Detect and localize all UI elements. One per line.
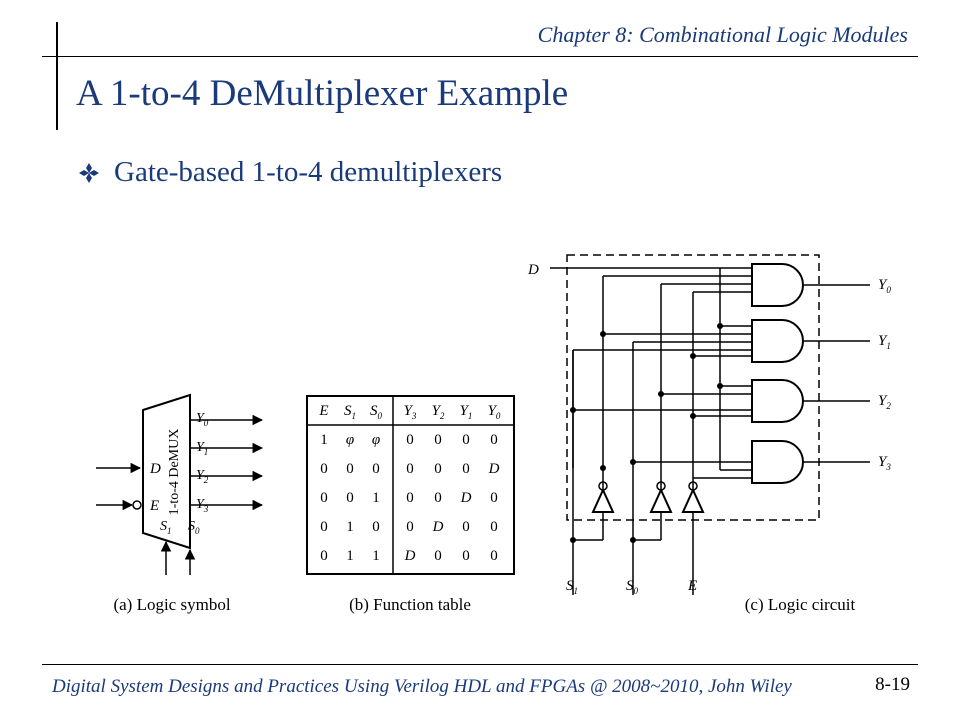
- circuit-input-d: D: [527, 262, 539, 278]
- table-cell-r4-c4: 0: [434, 548, 442, 564]
- table-cell-r4-c3: D: [404, 548, 416, 564]
- table-cell-r3-c1: 1: [346, 519, 354, 535]
- circuit-junctions: [570, 323, 723, 543]
- table-cell-r3-c5: 0: [462, 519, 470, 535]
- table-cell-r3-c4: D: [432, 519, 444, 535]
- table-cell-r4-c6: 0: [490, 548, 498, 564]
- table-cell-r4-c2: 1: [372, 548, 380, 564]
- table-cell-r2-c5: D: [460, 490, 472, 506]
- table-caption: (b) Function table: [349, 595, 471, 614]
- table-cell-r0-c4: 0: [434, 432, 442, 448]
- circuit-input-s0: S0: [626, 578, 639, 596]
- circuit-output-y3: Y3: [878, 454, 891, 472]
- table-cell-r2-c2: 1: [372, 490, 380, 506]
- circuit-input-e: E: [687, 578, 697, 594]
- bullet-text: Gate-based 1-to-4 demultiplexers: [114, 156, 503, 188]
- table-cell-r4-c5: 0: [462, 548, 470, 564]
- table-cell-r1-c1: 0: [346, 461, 354, 477]
- table-cell-r2-c4: 0: [434, 490, 442, 506]
- header-vertical-rule: [56, 22, 58, 130]
- table-cell-r0-c6: 0: [490, 432, 498, 448]
- table-cell-r2-c6: 0: [490, 490, 498, 506]
- table-cell-r0-c5: 0: [462, 432, 470, 448]
- symbol-box-label: 1-to-4 DeMUX: [167, 429, 182, 516]
- circuit-input-s1: S1: [566, 578, 578, 596]
- logic-symbol: [96, 393, 264, 575]
- circuit-output-y0: Y0: [878, 277, 891, 295]
- symbol-output-y3: Y3: [196, 497, 209, 514]
- table-cell-r1-c0: 0: [320, 461, 328, 477]
- symbol-select-s0: S0: [188, 519, 200, 536]
- symbol-caption: (a) Logic symbol: [113, 595, 230, 614]
- table-cell-r2-c3: 0: [406, 490, 414, 506]
- symbol-select-s1: S1: [160, 519, 172, 536]
- table-header-y2: Y2: [432, 403, 445, 421]
- table-cell-r4-c1: 1: [346, 548, 354, 564]
- footer-text: Digital System Designs and Practices Usi…: [52, 676, 792, 697]
- footer-rule: [42, 664, 918, 665]
- table-cell-r4-c0: 0: [320, 548, 328, 564]
- logic-circuit: [550, 254, 870, 595]
- table-cell-r0-c3: 0: [406, 432, 414, 448]
- table-cell-r1-c3: 0: [406, 461, 414, 477]
- table-header-s1: S1: [344, 403, 356, 421]
- table-cell-r2-c0: 0: [320, 490, 328, 506]
- header-horizontal-rule: [42, 56, 918, 57]
- table-cell-r0-c2: φ: [372, 432, 380, 448]
- circuit-output-y1: Y1: [878, 333, 891, 351]
- circuit-output-y2: Y2: [878, 393, 891, 411]
- chapter-header: Chapter 8: Combinational Logic Modules: [537, 22, 908, 47]
- symbol-output-y2: Y2: [196, 468, 209, 485]
- table-cell-r0-c1: φ: [346, 432, 354, 448]
- table-cell-r1-c4: 0: [434, 461, 442, 477]
- table-cell-r2-c1: 0: [346, 490, 354, 506]
- table-header-e: E: [318, 403, 328, 419]
- table-cell-r0-c0: 1: [320, 432, 328, 448]
- table-cell-r1-c2: 0: [372, 461, 380, 477]
- table-cell-r1-c6: D: [488, 461, 500, 477]
- symbol-input-e: E: [149, 498, 159, 514]
- bullet-item: Gate-based 1-to-4 demultiplexers: [78, 156, 502, 189]
- table-header-y1: Y1: [460, 403, 473, 421]
- table-header-s0: S0: [370, 403, 383, 421]
- page-number: 8-19: [875, 674, 910, 695]
- symbol-output-y1: Y1: [196, 440, 208, 457]
- symbol-input-d: D: [149, 461, 161, 477]
- circuit-caption: (c) Logic circuit: [745, 595, 856, 614]
- four-diamond-bullet-icon: [79, 162, 99, 183]
- table-header-y0: Y0: [488, 403, 501, 421]
- symbol-output-y0: Y0: [196, 411, 209, 428]
- table-header-y3: Y3: [404, 403, 417, 421]
- table-cell-r1-c5: 0: [462, 461, 470, 477]
- table-cell-r3-c0: 0: [320, 519, 328, 535]
- table-cell-r3-c6: 0: [490, 519, 498, 535]
- slide-title: A 1-to-4 DeMultiplexer Example: [76, 73, 569, 114]
- table-cell-r3-c2: 0: [372, 519, 380, 535]
- table-cell-r3-c3: 0: [406, 519, 414, 535]
